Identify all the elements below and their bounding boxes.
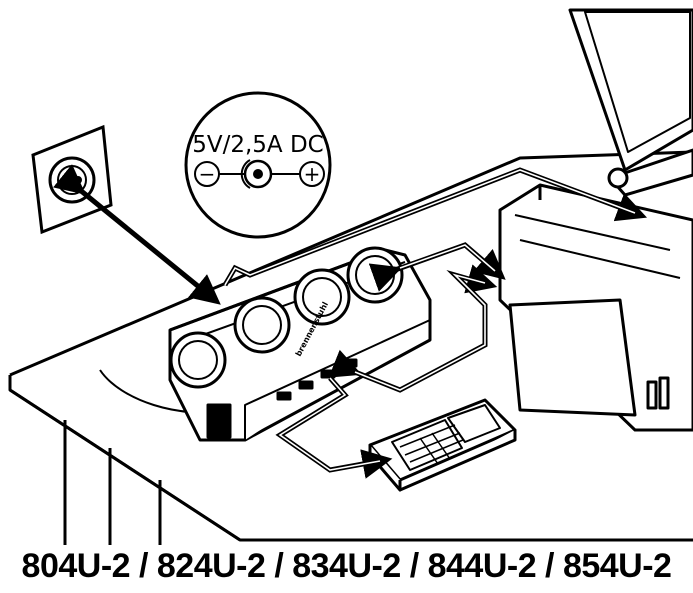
laptop-icon: [568, 8, 693, 197]
polarity-plus-label: +: [304, 162, 321, 186]
polarity-minus-label: −: [199, 162, 216, 186]
phone-icon: [368, 398, 517, 492]
wall-socket-icon: [31, 124, 113, 235]
model-numbers-caption: 804U-2 / 824U-2 / 834U-2 / 844U-2 / 854U…: [21, 547, 672, 585]
power-rating-label: 5V/2,5A DC: [192, 132, 324, 158]
desktop-computer-icon: [498, 183, 693, 432]
